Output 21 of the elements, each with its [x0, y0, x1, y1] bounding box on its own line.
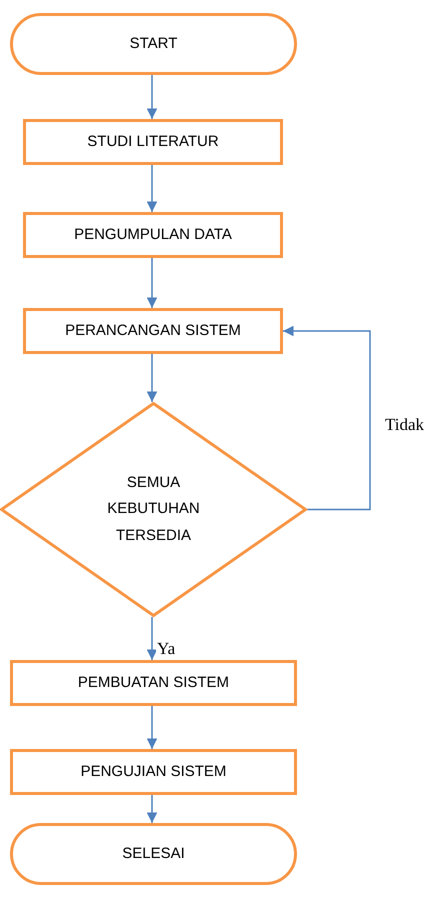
node-label: START: [130, 34, 178, 54]
process-box: [23, 308, 283, 354]
arrow: [146, 617, 158, 660]
arrow: [146, 258, 158, 308]
node-label: STUDI LITERATUR: [87, 132, 219, 152]
node-label: PERANCANGAN SISTEM: [65, 320, 241, 341]
node-label: PENGUMPULAN DATA: [74, 224, 232, 245]
arrow: [146, 795, 158, 823]
process-box: [23, 119, 283, 165]
arrow: [283, 326, 371, 510]
arrow: [146, 706, 158, 749]
node-label: SEMUA KEBUTUHAN TERSEDIA: [106, 473, 201, 546]
node-label: SELESAI: [122, 844, 185, 864]
arrow: [146, 75, 158, 119]
node-label: PEMBUATAN SISTEM: [78, 672, 230, 693]
process-box: [10, 749, 297, 795]
arrow: [146, 354, 158, 402]
process-box: [23, 212, 283, 258]
arrow: [146, 165, 158, 212]
process-box: [10, 660, 297, 706]
node-label: PENGUJIAN SISTEM: [80, 762, 226, 782]
